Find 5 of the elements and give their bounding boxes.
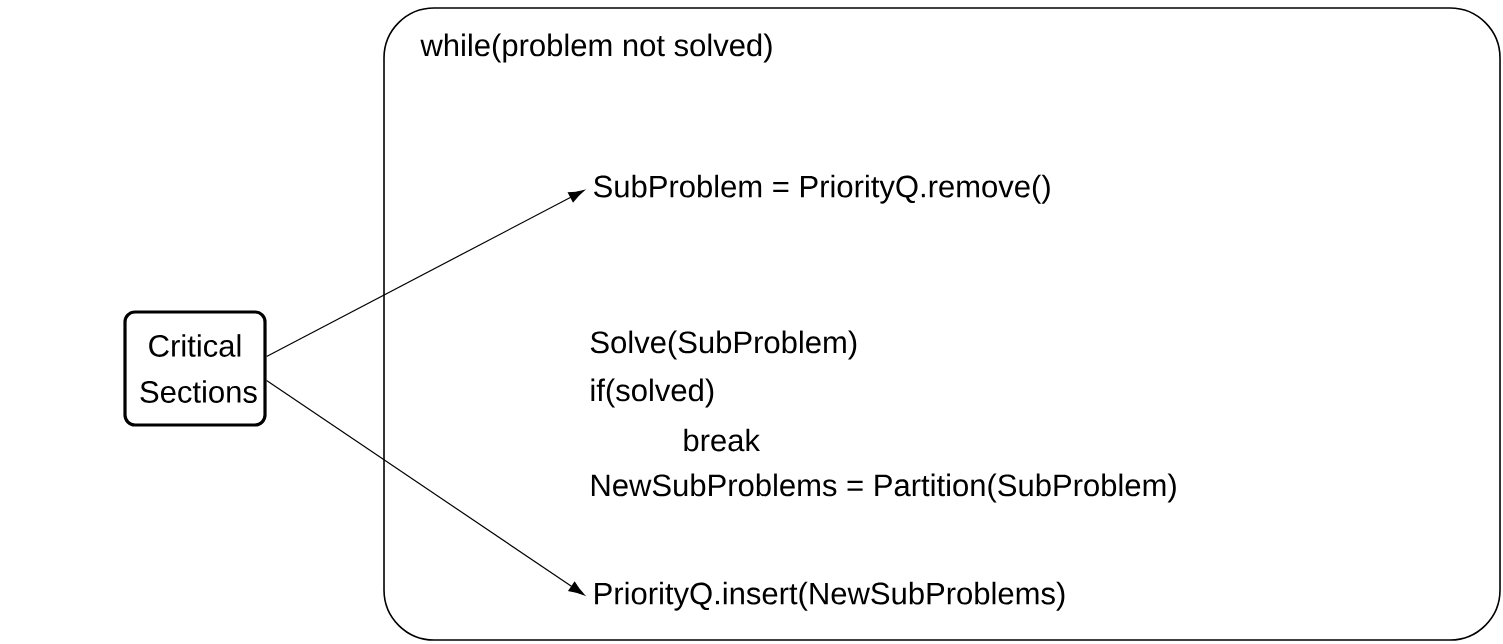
label-box: Critical Sections <box>123 310 267 427</box>
code-line: PriorityQ.insert(NewSubProblems) <box>595 581 1065 611</box>
code-line: SubProblem = PriorityQ.remove() <box>594 174 1050 204</box>
arrow <box>266 189 585 358</box>
arrow <box>266 379 585 596</box>
